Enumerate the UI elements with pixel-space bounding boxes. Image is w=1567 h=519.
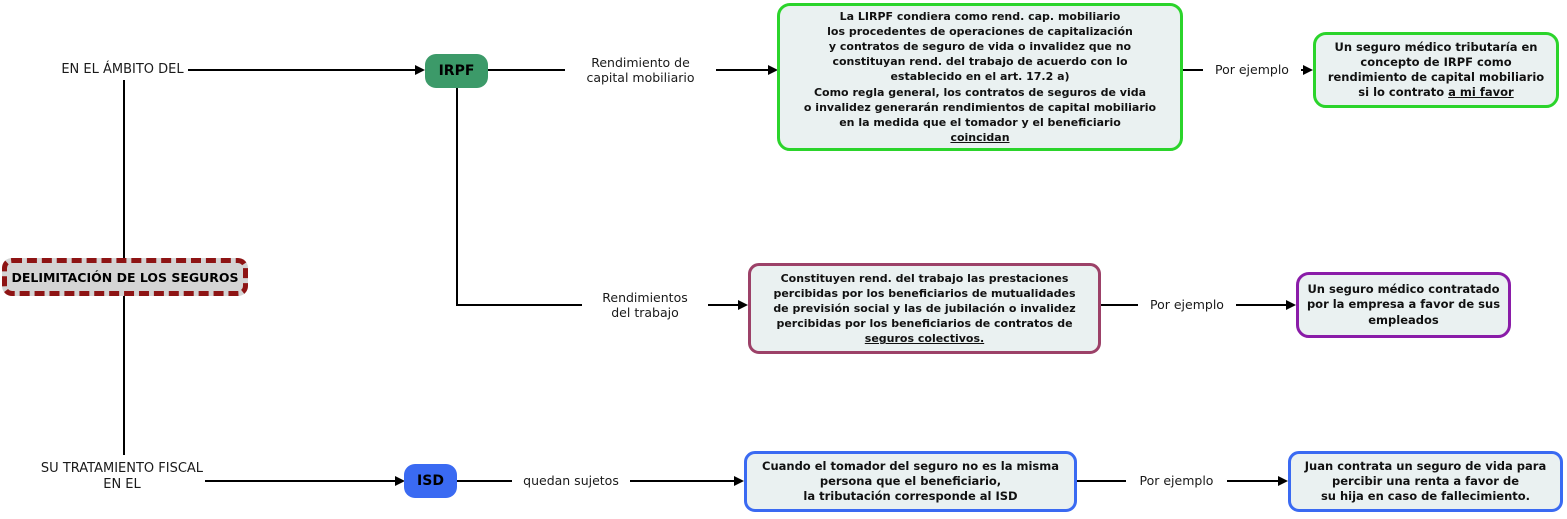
arrowhead-isd-example [1278,476,1288,486]
arrowhead-trabajo-example [1286,300,1296,310]
trabajo-example-box: Un seguro médico contratado por la empre… [1296,272,1511,338]
isd-example-text: Juan contrata un seguro de vida para per… [1304,458,1547,504]
edge-label-por-ejemplo-1: Por ejemplo [1203,62,1301,77]
edge-tratamiento-isd-line [205,480,396,482]
irpf-example-box: Un seguro médico tributaría en concepto … [1313,32,1559,108]
edge-label-rend-trabajo: Rendimientos del trabajo [582,290,708,320]
arrowhead-isd [395,476,405,486]
arrowhead-irpf [415,65,425,75]
tratamiento-label: SU TRATAMIENTO FISCAL EN EL [40,461,204,492]
isd-text: Cuando el tomador del seguro no es la mi… [762,458,1059,504]
edge-label-quedan-sujetos: quedan sujetos [512,473,630,488]
irpf-example-prefix: si lo contrato [1358,85,1449,100]
arrowhead-isd-box [734,476,744,486]
irpf-example-underline: a mi favor [1448,85,1514,100]
trabajo-box: Constituyen rend. del trabajo las presta… [748,263,1101,354]
arrowhead-capital-box [768,65,778,75]
irpf-capital-text: La LIRPF condiera como rend. cap. mobili… [803,9,1157,130]
edge-irpf-down-line [456,87,458,306]
isd-node: ISD [404,464,457,498]
edge-ambito-irpf-line [188,69,416,71]
arrowhead-capital-example [1303,65,1313,75]
edge-label-rend-capital: Rendimiento de capital mobiliario [565,55,716,85]
trabajo-text: Constituyen rend. del trabajo las presta… [773,271,1076,331]
edge-label-por-ejemplo-3: Por ejemplo [1126,473,1227,488]
irpf-capital-underline: coincidan [950,131,1010,145]
isd-box: Cuando el tomador del seguro no es la mi… [744,451,1077,512]
trabajo-example-text: Un seguro médico contratado por la empre… [1306,282,1501,327]
root-node-delimitacion: DELIMITACIÓN DE LOS SEGUROS [2,258,248,296]
ambito-label: EN EL ÁMBITO DEL [61,62,184,77]
isd-example-box: Juan contrata un seguro de vida para per… [1288,451,1563,512]
arrowhead-trabajo-box [738,300,748,310]
trabajo-underline: seguros colectivos. [864,332,985,346]
irpf-example-text: Un seguro médico tributaría en concepto … [1327,39,1545,84]
edge-label-por-ejemplo-2: Por ejemplo [1138,297,1236,312]
irpf-capital-box: La LIRPF condiera como rend. cap. mobili… [777,3,1183,151]
irpf-node: IRPF [425,54,488,88]
irpf-example-lastline: si lo contrato a mi favor [1316,85,1556,100]
